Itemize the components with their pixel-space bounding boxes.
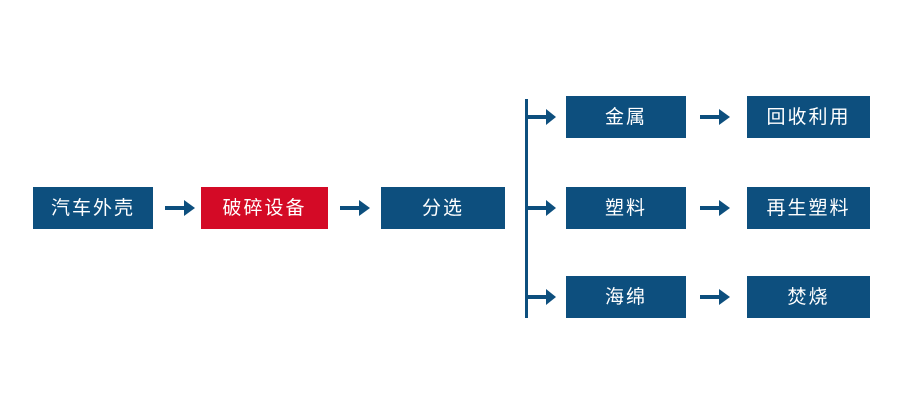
branch-bus-line <box>525 99 528 318</box>
node-incineration[interactable]: 焚烧 <box>747 276 870 318</box>
node-car-shell[interactable]: 汽车外壳 <box>33 187 153 229</box>
arrow-metal-to-recycle-icon <box>700 106 730 128</box>
node-metal[interactable]: 金属 <box>566 96 686 138</box>
node-sorting[interactable]: 分选 <box>381 187 505 229</box>
node-recycle-reuse[interactable]: 回收利用 <box>747 96 870 138</box>
arrow-plastic-to-regenerated-icon <box>700 197 730 219</box>
arrow-sponge-to-incineration-icon <box>700 286 730 308</box>
node-shredder-equipment[interactable]: 破碎设备 <box>201 187 328 229</box>
arrow-split-to-metal-icon <box>528 107 556 127</box>
arrow-shell-to-shredder-icon <box>165 197 195 219</box>
node-sponge[interactable]: 海绵 <box>566 276 686 318</box>
node-regenerated-plastic[interactable]: 再生塑料 <box>747 187 870 229</box>
arrow-split-to-sponge-icon <box>528 287 556 307</box>
arrow-shredder-to-sorting-icon <box>340 197 370 219</box>
arrow-split-to-plastic-icon <box>528 198 556 218</box>
node-plastic[interactable]: 塑料 <box>566 187 686 229</box>
